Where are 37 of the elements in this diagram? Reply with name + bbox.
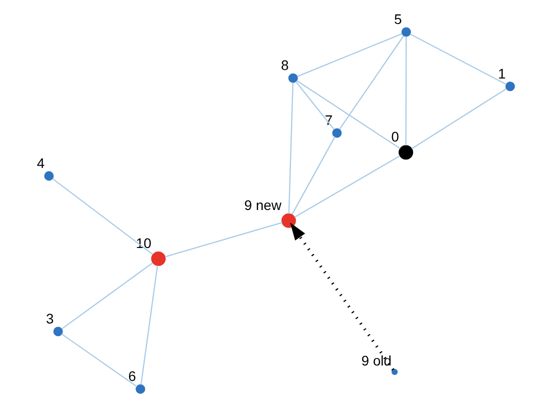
node-circle: [53, 326, 63, 336]
node-label: 8: [280, 57, 289, 74]
node-label: 5: [394, 10, 402, 27]
node-circle: [44, 171, 54, 181]
node-circle: [332, 128, 342, 138]
connector: [412, 88, 507, 150]
node-circle: [136, 384, 146, 394]
connector: [61, 333, 138, 388]
connector: [164, 222, 282, 258]
node-cross: [392, 368, 398, 376]
node-label: 10: [136, 235, 152, 252]
connector: [61, 262, 154, 330]
connector: [405, 36, 407, 146]
connector: [339, 36, 404, 130]
node-label: 9 old: [361, 352, 392, 368]
node-label: 6: [128, 368, 136, 384]
arrow: [290, 222, 394, 371]
connector: [288, 82, 294, 214]
node-circle: [151, 251, 166, 266]
node-circle: [288, 73, 298, 83]
node-label: 1: [498, 65, 506, 82]
connector: [140, 266, 158, 385]
connector: [52, 178, 153, 255]
node-label: 9 new: [244, 196, 282, 213]
connector: [410, 34, 506, 85]
node-label: 0: [391, 128, 400, 145]
connector: [294, 155, 400, 218]
node-label: 3: [46, 310, 54, 326]
connector: [295, 81, 334, 130]
connector: [296, 80, 400, 150]
node-circle: [398, 145, 414, 160]
node-circle: [505, 82, 515, 92]
node-label: 4: [36, 154, 45, 171]
connector: [297, 33, 402, 77]
connector: [292, 136, 336, 215]
node-circle: [401, 27, 411, 37]
node-circle: [281, 213, 296, 228]
